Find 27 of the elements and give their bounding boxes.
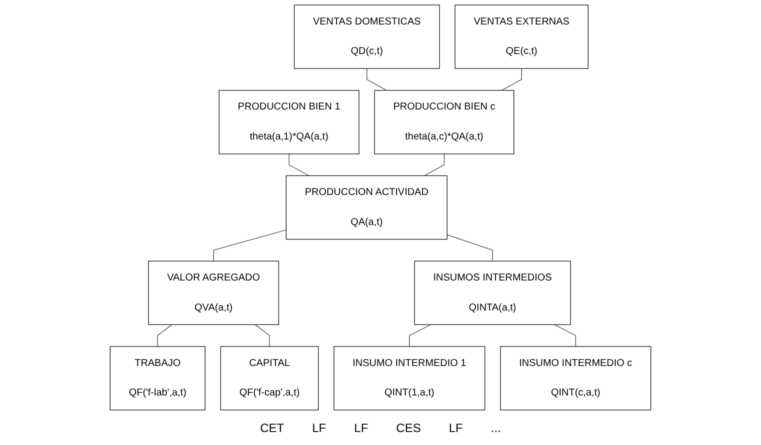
node-box: INSUMO INTERMEDIO c QINT(c,a,t): [500, 346, 652, 410]
node-box: PRODUCCION BIEN c theta(a,c)*QA(a,t): [374, 90, 514, 154]
connector: [446, 234, 493, 262]
composition-label: CET: [260, 420, 284, 437]
node-box: INSUMO INTERMEDIO 1 QINT(1,a,t): [334, 346, 486, 410]
composition-label: LF: [312, 420, 326, 437]
connector: [157, 324, 172, 347]
node-box: TRABAJO QF('f-lab',a,t): [110, 346, 206, 410]
connector: [254, 324, 270, 347]
connector: [213, 230, 287, 262]
node-box: VENTAS DOMESTICAS QD(c,t): [294, 4, 440, 69]
connector: [366, 68, 387, 91]
node-box: VENTAS EXTERNAS QE(c,t): [454, 4, 588, 69]
composition-label: ...: [490, 420, 501, 437]
composition-label: LF: [448, 420, 463, 437]
node-box: INSUMOS INTERMEDIOS QINTA(a,t): [414, 260, 571, 325]
composition-label: CES: [396, 420, 421, 437]
composition-label: LF: [354, 420, 368, 437]
node-box: CAPITAL QF('f-cap',a,t): [220, 346, 319, 410]
connector: [501, 68, 522, 91]
connector: [288, 154, 310, 176]
node-box: PRODUCCION BIEN 1 theta(a,1)*QA(a,t): [218, 90, 360, 154]
connector: [554, 324, 576, 347]
node-box: PRODUCCION ACTIVIDAD QA(a,t): [286, 175, 448, 240]
node-box: VALOR AGREGADO QVA(a,t): [148, 260, 280, 325]
connector: [409, 324, 432, 347]
connector: [424, 154, 445, 176]
